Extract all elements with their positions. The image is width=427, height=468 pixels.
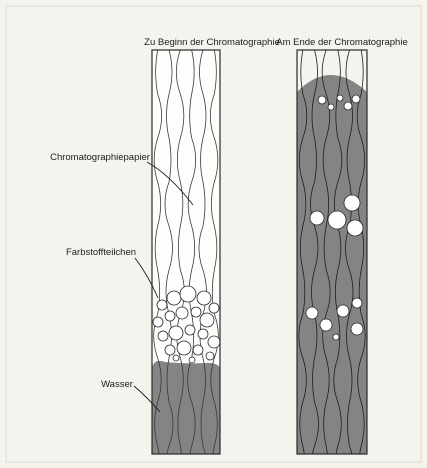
dye-particle	[306, 307, 318, 319]
dye-particle	[191, 307, 201, 317]
dye-particle	[337, 305, 349, 317]
dye-particle	[347, 220, 363, 236]
dye-particle	[337, 95, 343, 101]
dye-particle	[167, 291, 181, 305]
dye-particle	[352, 95, 360, 103]
dye-particle	[176, 307, 188, 319]
wet-paper-end	[297, 50, 367, 454]
dye-particle	[208, 336, 220, 348]
label-chromatography-paper: Chromatographiepapier	[50, 152, 150, 163]
dye-particle	[200, 313, 214, 327]
label-dye-particles: Farbstoffteilchen	[66, 247, 136, 258]
heading-start: Zu Beginn der Chromatographie	[144, 37, 280, 48]
dye-particle	[328, 211, 346, 229]
dye-particle	[318, 96, 326, 104]
paper-strip-start	[152, 50, 220, 468]
dye-particle	[158, 331, 168, 341]
dye-particle	[328, 104, 334, 110]
dye-particle	[209, 303, 219, 313]
dye-particle	[310, 211, 324, 225]
dye-particle	[173, 355, 179, 361]
dye-particle	[185, 325, 195, 335]
dye-particle	[333, 334, 339, 340]
dye-particle	[197, 291, 211, 305]
label-water: Wasser	[101, 379, 133, 390]
water-region-start	[152, 361, 220, 454]
dye-particle	[344, 102, 352, 110]
dye-particle	[169, 326, 183, 340]
dye-particle	[320, 319, 332, 331]
dye-particle	[165, 345, 175, 355]
dye-particle	[352, 298, 362, 308]
dye-particle	[193, 345, 203, 355]
dye-particle	[165, 311, 175, 321]
dye-particle	[351, 323, 363, 335]
dye-particle	[157, 300, 167, 310]
dye-particle	[206, 352, 214, 360]
dye-particle	[180, 286, 196, 302]
dye-particle	[344, 195, 360, 211]
dye-particle	[198, 329, 208, 339]
dye-particle	[153, 317, 163, 327]
paper-strip-end	[297, 50, 367, 468]
dye-particle	[189, 357, 195, 363]
dye-particle	[177, 341, 191, 355]
heading-end: Am Ende der Chromatographie	[276, 37, 408, 48]
